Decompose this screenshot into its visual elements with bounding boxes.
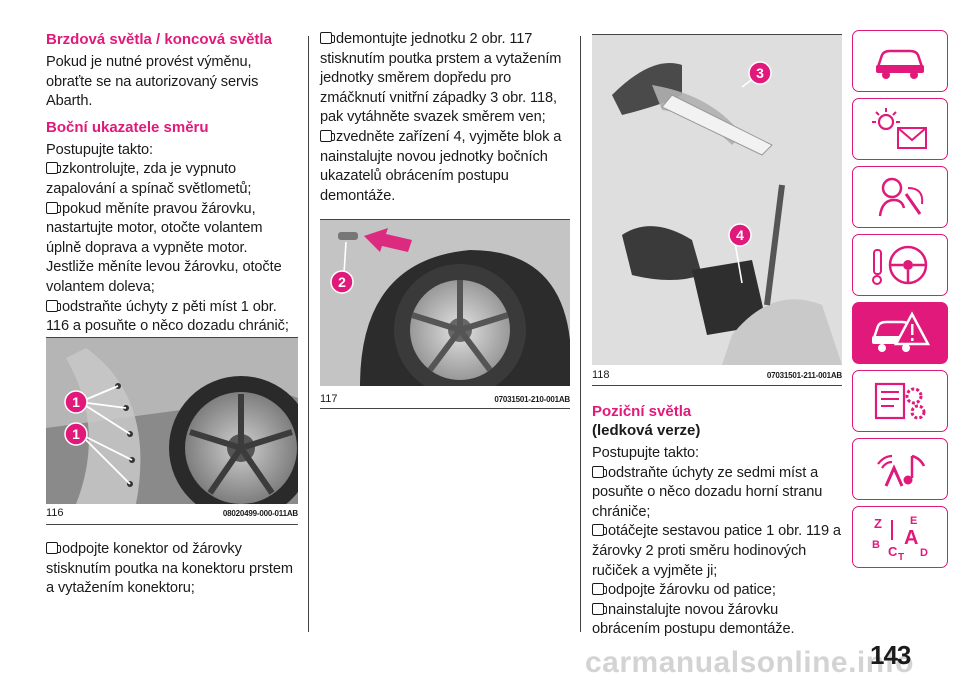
bullet-icon [46,201,61,214]
bullet-icon [592,524,607,537]
figure-number: 116 [46,507,64,519]
figure-117-caption: 117 07031501-210-001AB [320,393,570,405]
callout-1b: 1 [72,426,80,442]
list-item: nainstalujte novou žárovku obrácením pos… [592,601,795,638]
index-letter: D [920,547,928,559]
safety-airbag-icon [878,177,924,217]
figure-117: 2 [320,220,570,386]
bullet-icon [592,602,607,615]
column-divider [308,36,309,632]
index-letter: Z [874,516,882,531]
tab-car-overview[interactable] [852,30,948,92]
column-3: Poziční světla (ledková verze) Postupujt… [592,402,842,640]
list-item: odstraňte úchyty z pěti míst 1 obr. 116 … [46,298,289,335]
column-2: demontujte jednotku 2 obr. 117 stisknutí… [320,30,572,206]
callout-3: 3 [756,65,764,81]
callout-1a: 1 [72,394,80,410]
figure-116-image: 1 1 [46,338,298,504]
list-item: demontujte jednotku 2 obr. 117 stisknutí… [320,31,562,126]
index-letter: A [904,527,918,549]
bullet-icon [592,465,607,478]
tab-safety[interactable] [852,166,948,228]
index-letter: T [898,552,904,562]
tab-index[interactable]: Z E B A C T D [852,506,948,568]
list-item: odpojte konektor od žárovky stisknutím p… [46,541,293,597]
figure-code: 08020499-000-011AB [222,509,298,518]
bullet-icon [46,542,61,554]
figure-rule [592,385,842,386]
multimedia-icon [877,454,926,487]
figure-116-caption: 116 08020499-000-011AB [46,507,298,519]
figure-118-caption: 118 07031501-211-001AB [592,369,842,381]
callout-marker [330,270,354,294]
arrow-icon [364,228,412,252]
index-letter: C [888,544,898,559]
section-subheading: (ledková verze) [592,422,701,439]
figure-rule [592,34,842,35]
section-heading-position-lights: Poziční světla [592,403,692,420]
intro-text: Postupujte takto: [592,445,700,461]
lights-warning-icon [872,108,927,149]
page-number: 143 [870,640,911,670]
callout-marker [64,422,88,446]
list-item: zvedněte zařízení 4, vyjměte blok a nain… [320,128,562,204]
index-icon: Z E B A C T D [872,515,928,562]
column-divider [580,36,581,632]
figure-code: 07031501-211-001AB [766,371,842,380]
chapter-sidebar: Z E B A C T D [852,30,948,574]
paragraph: Pokud je nutné provést výměnu, obraťte s… [46,54,259,110]
callout-2: 2 [338,274,346,290]
figure-117-image: 2 [320,220,570,386]
tab-multimedia[interactable] [852,438,948,500]
tab-emergency[interactable] [852,302,948,364]
list-item: odstraňte úchyty ze sedmi míst a posuňte… [592,464,823,520]
bullet-icon [592,583,607,596]
figure-rule [320,219,570,220]
bullet-icon [320,32,335,44]
figure-number: 118 [592,369,610,381]
bullet-icon [320,129,335,142]
intro-text: Postupujte takto: [46,141,154,158]
tab-maintenance[interactable] [852,370,948,432]
figure-118-image: 3 4 [592,35,842,365]
figure-116: 1 1 [46,338,298,504]
callout-marker [748,61,772,85]
list-item: zkontrolujte, zda je vypnuto zapalování … [46,161,252,197]
figure-code: 07031501-210-001AB [494,395,570,404]
section-heading-side-indicators: Boční ukazatele směru [46,118,209,136]
index-letter: E [910,515,917,527]
figure-rule [46,524,298,525]
car-overview-icon [876,49,924,79]
index-letter: B [872,539,880,551]
maintenance-icon [874,382,926,420]
emergency-icon [872,311,931,352]
callout-4: 4 [736,227,744,243]
bullet-icon [46,162,61,175]
list-item: otáčejte sestavou patice 1 obr. 119 a žá… [592,523,841,579]
bullet-icon [46,299,61,312]
callout-marker [728,223,752,247]
starting-driving-icon [872,245,928,285]
figure-number: 117 [320,393,338,405]
tab-lights-warnings[interactable] [852,98,948,160]
figure-118: 3 4 [592,35,842,365]
tab-starting-driving[interactable] [852,234,948,296]
list-item: odpojte žárovku od patice; [592,581,842,601]
list-item: pokud měníte pravou žárovku, nastartujte… [46,200,282,295]
column-1: Brzdová světla / koncová světla Pokud je… [46,30,298,337]
callout-marker [64,390,88,414]
section-heading-brake-lights: Brzdová světla / koncová světla [46,31,272,48]
figure-rule [46,337,298,338]
figure-rule [320,408,570,409]
column-1-continued: odpojte konektor od žárovky stisknutím p… [46,540,298,599]
watermark: carmanualsonline.info [585,646,914,678]
